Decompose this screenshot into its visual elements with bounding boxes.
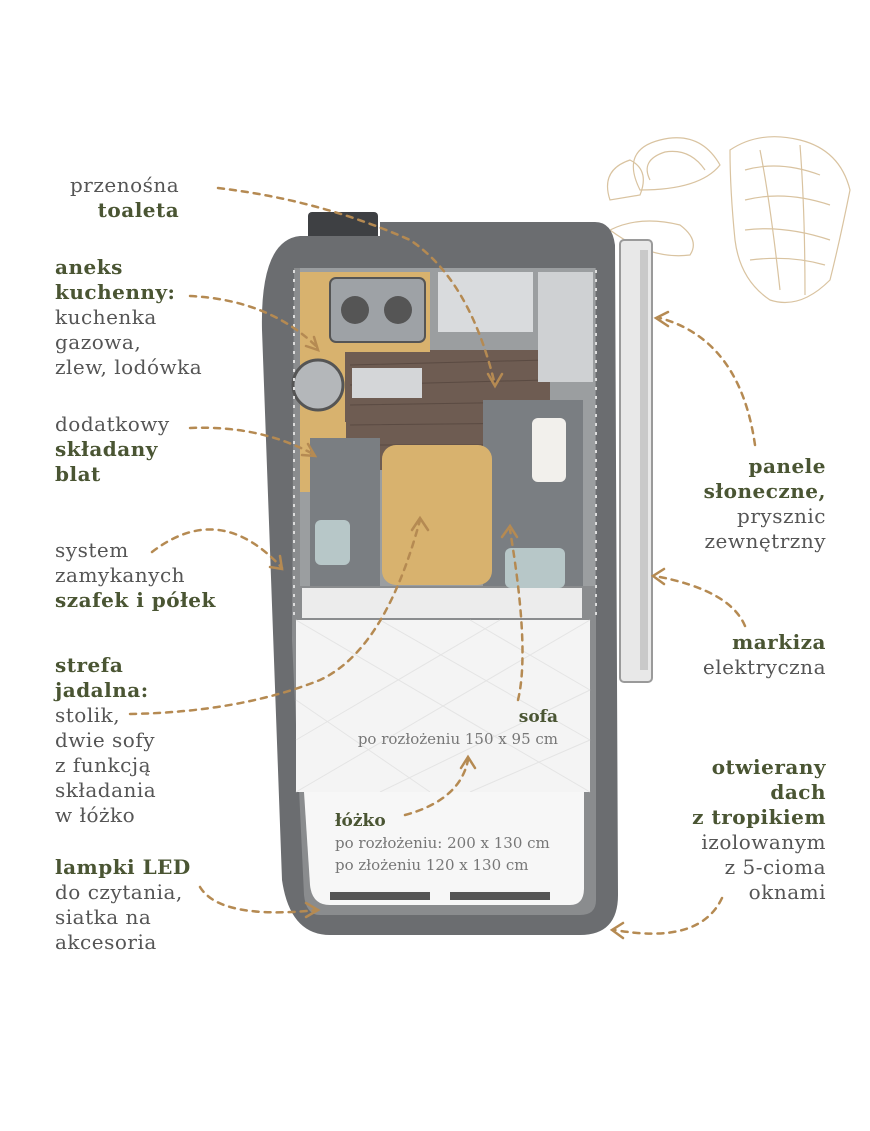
label-led: lampki LED do czytania, siatka na akceso… <box>55 855 191 954</box>
sofa-label: sofa po rozłożeniu 150 x 95 cm <box>357 707 558 748</box>
label-toilet: przenośna toaleta <box>70 173 180 222</box>
label-kitchen: aneks kuchenny: kuchenka gazowa, zlew, l… <box>55 255 203 379</box>
label-cabinets: system zamykanych szafek i półek <box>55 538 216 612</box>
pillow <box>532 418 566 482</box>
label-awning: markiza elektryczna <box>702 630 826 679</box>
van-interior <box>291 268 597 905</box>
callout-arrows <box>128 186 757 935</box>
dining-table <box>382 445 492 585</box>
label-solar: panele słoneczne, prysznic zewnętrzny <box>703 454 826 553</box>
label-countertop: dodatkowy składany blat <box>55 412 170 486</box>
bed-label: łóżko po rozłożeniu: 200 x 130 cm po zło… <box>335 811 550 874</box>
shelf-edge <box>302 588 582 618</box>
fridge <box>352 368 422 398</box>
label-roof: otwierany dach z tropikiem izolowanym z … <box>692 755 826 904</box>
led-strip-left <box>330 892 430 900</box>
toilet-hatch <box>308 212 378 240</box>
arrow-heads <box>268 310 670 940</box>
gas-stove <box>329 277 426 343</box>
pine-cone-decoration <box>606 136 851 304</box>
cabinet-top <box>438 272 533 332</box>
label-dining: strefa jadalna: stolik, dwie sofy z funk… <box>55 653 157 827</box>
bed <box>304 792 584 905</box>
sink <box>291 358 345 412</box>
led-strip-right <box>450 892 550 900</box>
